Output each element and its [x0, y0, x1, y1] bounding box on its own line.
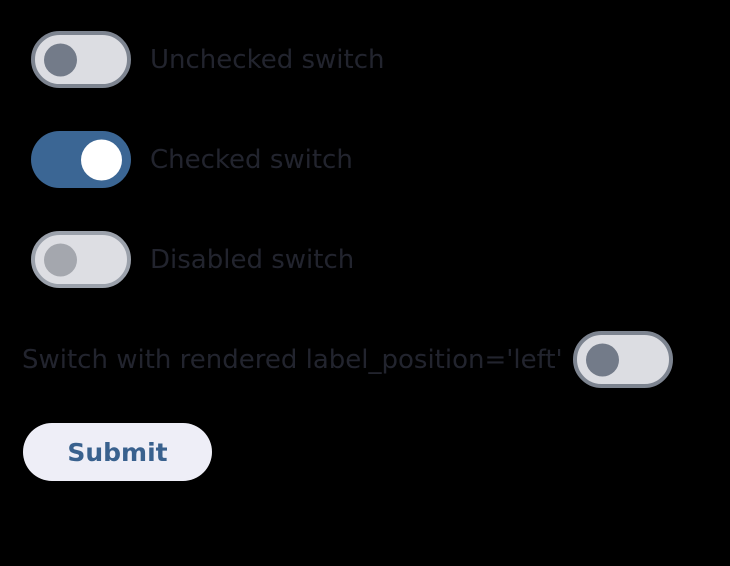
switch-knob-icon: [585, 343, 619, 376]
switch-knob-icon: [81, 139, 122, 180]
switch-row-disabled: Disabled switch: [31, 231, 354, 288]
switch-checked[interactable]: [31, 131, 131, 188]
switch-unchecked[interactable]: [31, 31, 131, 88]
switch-knob-icon: [44, 243, 77, 276]
switch-row-checked: Checked switch: [31, 131, 353, 188]
submit-button[interactable]: Submit: [23, 423, 212, 481]
switch-knob-icon: [44, 43, 77, 76]
switch-label-disabled: Disabled switch: [150, 244, 355, 275]
switch-label-left[interactable]: [572, 331, 673, 388]
switch-label-checked: Checked switch: [150, 144, 353, 175]
switch-row-unchecked: Unchecked switch: [31, 31, 384, 88]
switch-disabled: [31, 231, 131, 288]
switch-label-unchecked: Unchecked switch: [150, 44, 385, 75]
switch-row-label-left: Switch with rendered label_position='lef…: [22, 331, 708, 388]
switch-label-left-position: Switch with rendered label_position='lef…: [22, 344, 563, 375]
